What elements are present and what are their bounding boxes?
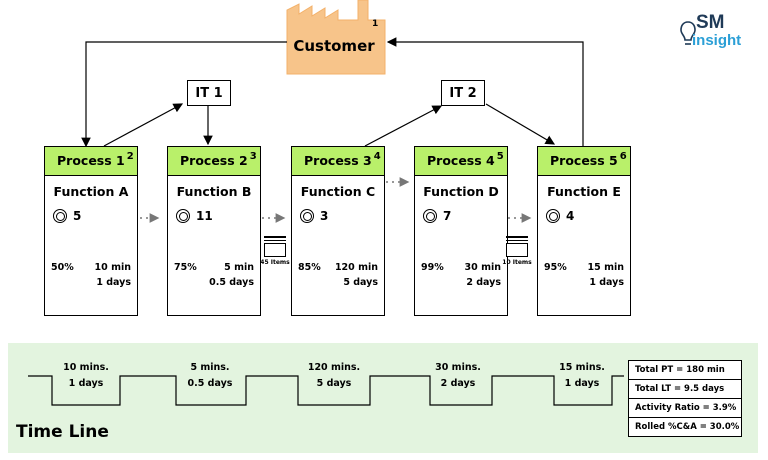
summary-total-lt: Total LT = 9.5 days: [629, 380, 741, 399]
cycle-time: 120 min: [334, 262, 378, 273]
process-number: 6: [619, 151, 627, 162]
timeline-lead-time: 1 days: [564, 378, 600, 389]
summary-activity-ratio: Activity Ratio = 3.9%: [629, 399, 741, 418]
operator-icon: [300, 209, 314, 223]
operator-count: 11: [196, 209, 213, 223]
cycle-time: 5 min: [224, 262, 254, 273]
lead-time-days: 5 days: [343, 277, 378, 288]
inventory-1: 45 Items: [258, 234, 292, 266]
percent-complete-accurate: 95%: [544, 262, 567, 273]
cycle-time: 10 min: [94, 262, 131, 273]
operator-icon: [53, 209, 67, 223]
operator-count: 7: [443, 209, 452, 223]
timeline-process-time: 120 mins.: [307, 362, 361, 373]
customer-name: Customer: [293, 37, 375, 55]
process-number: 2: [126, 151, 134, 162]
timeline-process-time: 10 mins.: [63, 362, 109, 373]
lead-time-days: 1 days: [589, 277, 624, 288]
process-title: Process 2: [180, 153, 248, 168]
timeline-step-line: [28, 375, 624, 406]
inventory-2: 10 Items: [500, 234, 534, 266]
operator-count: 4: [566, 209, 575, 223]
lead-time-days: 1 days: [96, 277, 131, 288]
process-number: 4: [373, 151, 381, 162]
inventory-label: 10 Items: [502, 259, 532, 266]
operator-icon: [176, 209, 190, 223]
operator-icon: [423, 209, 437, 223]
process-number: 3: [249, 151, 257, 162]
summary-rolled-ca: Rolled %C&A = 30.0%: [635, 422, 740, 432]
process-title: Process 4: [427, 153, 495, 168]
process-function: Function D: [423, 184, 499, 199]
it-system-2: IT 2: [441, 80, 485, 106]
process-title: Process 1: [57, 153, 125, 168]
lightbulb-icon: [680, 21, 696, 45]
process1-to-it1-arrow: [103, 103, 184, 147]
customer-factory-icon: [286, 0, 386, 75]
percent-complete-accurate: 85%: [298, 262, 321, 273]
customer-number: 1: [372, 19, 379, 29]
operator-count: 3: [320, 209, 329, 223]
sm-insight-logo: SM insight: [680, 12, 750, 56]
percent-complete-accurate: 50%: [51, 262, 74, 273]
lead-time-days: 0.5 days: [209, 277, 254, 288]
process-function: Function E: [547, 184, 621, 199]
process-function: Function C: [300, 184, 376, 199]
cycle-time: 15 min: [587, 262, 624, 273]
lead-time-days: 2 days: [466, 277, 501, 288]
logo-text-sm: SM: [696, 12, 725, 33]
timeline-lead-time: 0.5 days: [187, 378, 233, 389]
operator-icon: [546, 209, 560, 223]
cycle-time: 30 min: [464, 262, 501, 273]
timeline-title: Time Line: [16, 422, 109, 442]
timeline-lead-time: 5 days: [316, 378, 352, 389]
process5-to-customer-arrow: [386, 37, 584, 146]
process3-to-it2-arrow: [364, 105, 443, 147]
timeline-lead-time: 1 days: [68, 378, 104, 389]
logo-text-insight: insight: [692, 32, 742, 49]
inventory-label: 45 Items: [260, 259, 290, 266]
process-title: Process 5: [550, 153, 618, 168]
timeline-process-time: 15 mins.: [559, 362, 605, 373]
timeline-process-time: 30 mins.: [435, 362, 481, 373]
it2-to-process5-arrow: [485, 103, 556, 145]
percent-complete-accurate: 75%: [174, 262, 197, 273]
inventory-icon: [264, 236, 286, 241]
it-system-1: IT 1: [187, 80, 231, 106]
timeline-lead-time: 2 days: [440, 378, 476, 389]
process-function: Function B: [176, 184, 252, 199]
timeline-summary-table: Total PT = 180 min Total LT = 9.5 days A…: [628, 360, 742, 437]
process-function: Function A: [53, 184, 129, 199]
process-title: Process 3: [304, 153, 372, 168]
customer-to-process1-arrow: [81, 41, 287, 148]
summary-total-pt: Total PT = 180 min: [629, 361, 741, 380]
percent-complete-accurate: 99%: [421, 262, 444, 273]
timeline-process-time: 5 mins.: [190, 362, 230, 373]
inventory-icon: [506, 236, 528, 241]
operator-count: 5: [73, 209, 82, 223]
process-number: 5: [496, 151, 504, 162]
customer-label: Customer: [291, 37, 377, 55]
